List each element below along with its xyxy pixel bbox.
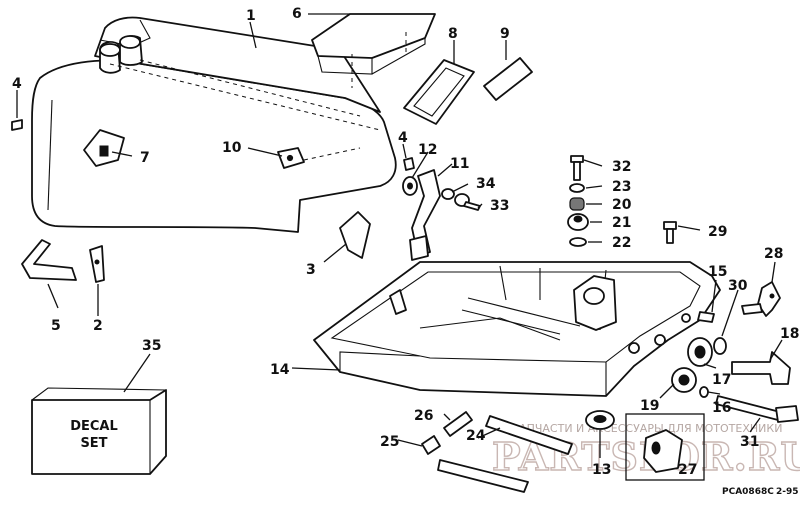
upper-motor-cover [11, 16, 397, 233]
grommet-part-19 [671, 367, 697, 393]
drawing-codes: PCA0868C 2-95 [722, 487, 799, 497]
bracket-part-2 [89, 245, 105, 283]
part-27-detail-box [625, 413, 705, 481]
callout-4-left: 4 [12, 76, 22, 92]
callout-32: 32 [612, 159, 631, 175]
callout-labels: 1 2 3 4 4 5 6 7 8 9 10 11 12 13 14 15 16… [12, 6, 799, 478]
drawing-code: PCA0868C [722, 487, 774, 497]
callout-31: 31 [740, 434, 759, 450]
callout-30: 30 [728, 278, 748, 294]
callout-35: 35 [142, 338, 161, 354]
washer-part-34 [441, 188, 455, 200]
callout-8: 8 [448, 26, 458, 42]
washer-part-22 [569, 237, 587, 247]
pin-part-26 [443, 411, 473, 437]
callout-18: 18 [780, 326, 799, 342]
seal-frame-part-8 [403, 59, 475, 125]
callout-17: 17 [712, 372, 731, 388]
callout-34: 34 [476, 176, 496, 192]
callout-16: 16 [712, 400, 731, 416]
bushing-part-25 [421, 435, 441, 455]
grommet-part-17 [687, 337, 713, 367]
callout-23: 23 [612, 179, 631, 195]
callout-12: 12 [418, 142, 437, 158]
callout-33: 33 [490, 198, 509, 214]
screw-part-33 [454, 193, 481, 211]
shaft-part-31 [715, 395, 799, 423]
callout-10: 10 [222, 140, 242, 156]
decal-label-line1: DECAL [70, 419, 118, 434]
rod-part-24 [437, 415, 573, 493]
washer-part-23 [569, 183, 585, 193]
bolt-part-32 [570, 155, 584, 181]
callout-22: 22 [612, 235, 631, 251]
callout-6: 6 [292, 6, 302, 22]
callout-24: 24 [466, 428, 486, 444]
callout-13: 13 [592, 462, 611, 478]
grommet-part-20 [569, 197, 585, 211]
callout-14: 14 [270, 362, 290, 378]
callout-1: 1 [246, 8, 256, 24]
watermark-line: ЗАПЧАСТИ И АКСЕССУАРЫ ДЛЯ МОТОТЕХНИКИ [512, 422, 782, 435]
callout-29: 29 [708, 224, 727, 240]
pin-part-16 [699, 386, 709, 398]
callout-28: 28 [764, 246, 783, 262]
callout-26: 26 [414, 408, 433, 424]
decal-strip-part-9 [483, 57, 533, 101]
callout-4-center: 4 [398, 130, 408, 146]
callout-27: 27 [678, 462, 697, 478]
screw-part-4-upper [403, 157, 415, 171]
date-code: 2-95 [776, 487, 799, 497]
callout-25: 25 [380, 434, 399, 450]
lower-motor-cover [313, 261, 721, 397]
callout-15: 15 [708, 264, 727, 280]
latch-bracket-part-3 [339, 211, 371, 259]
handle-part-18 [731, 351, 791, 385]
latch-lever-part-11 [409, 169, 441, 261]
latch-part-28 [741, 281, 781, 317]
bushing-part-21 [567, 213, 589, 231]
callout-19: 19 [640, 398, 659, 414]
bracket-part-5 [21, 239, 77, 281]
callout-11: 11 [450, 156, 469, 172]
callout-9: 9 [500, 26, 510, 42]
washer-part-12 [402, 176, 418, 196]
decal-label-line2: SET [80, 436, 107, 451]
callout-21: 21 [612, 215, 631, 231]
callout-2: 2 [93, 318, 103, 334]
callout-5: 5 [51, 318, 61, 334]
callout-7: 7 [140, 150, 150, 166]
pin-part-15 [697, 311, 715, 323]
callout-20: 20 [612, 197, 632, 213]
grommet-part-13 [585, 410, 615, 430]
callout-3: 3 [306, 262, 316, 278]
leader-lines [16, 13, 783, 458]
decal-set-box: DECAL SET [31, 387, 167, 475]
washer-part-30 [713, 337, 727, 355]
screw-part-29 [663, 221, 677, 244]
